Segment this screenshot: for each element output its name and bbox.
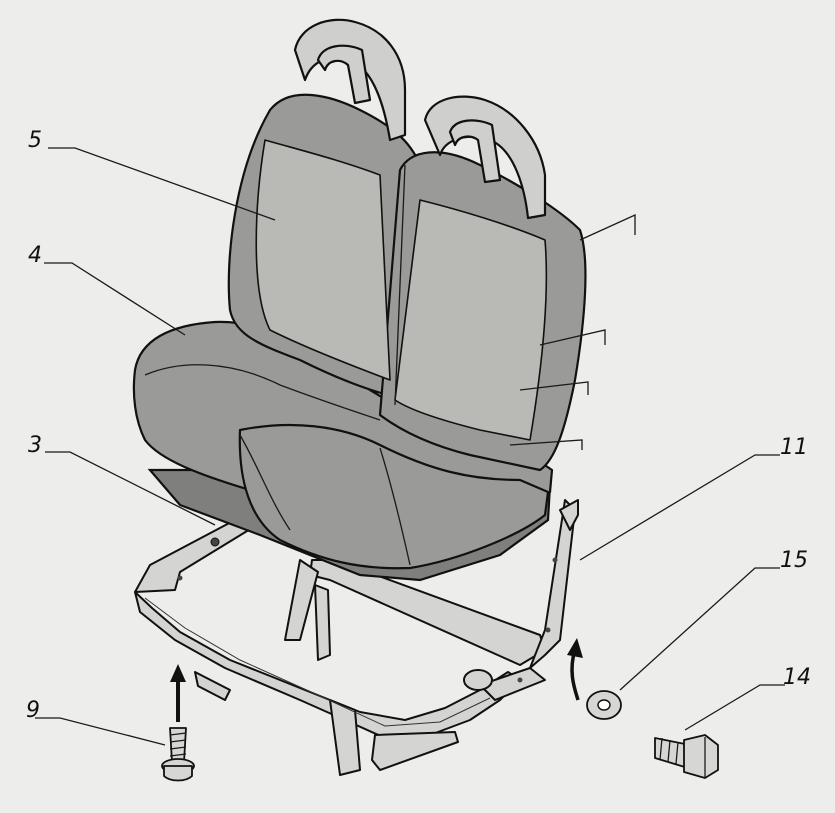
callout-3: 3	[28, 433, 42, 458]
headrest-right	[423, 95, 547, 220]
callout-15: 15	[780, 548, 808, 573]
arrow-up-icon	[170, 664, 186, 722]
washer-part	[586, 690, 622, 720]
seat-backrest	[227, 93, 587, 472]
callout-9: 9	[26, 698, 40, 723]
curved-arrow-icon	[567, 638, 583, 701]
seat-cushion	[132, 320, 554, 582]
callout-14: 14	[783, 665, 811, 690]
screw-part	[161, 727, 195, 782]
seat-frame	[134, 499, 579, 776]
callout-11: 11	[780, 435, 808, 460]
callout-5: 5	[28, 128, 42, 153]
bolt-part	[654, 734, 719, 779]
callout-4: 4	[28, 243, 42, 268]
headrest-left	[293, 18, 407, 142]
leader-lines	[35, 147, 785, 746]
